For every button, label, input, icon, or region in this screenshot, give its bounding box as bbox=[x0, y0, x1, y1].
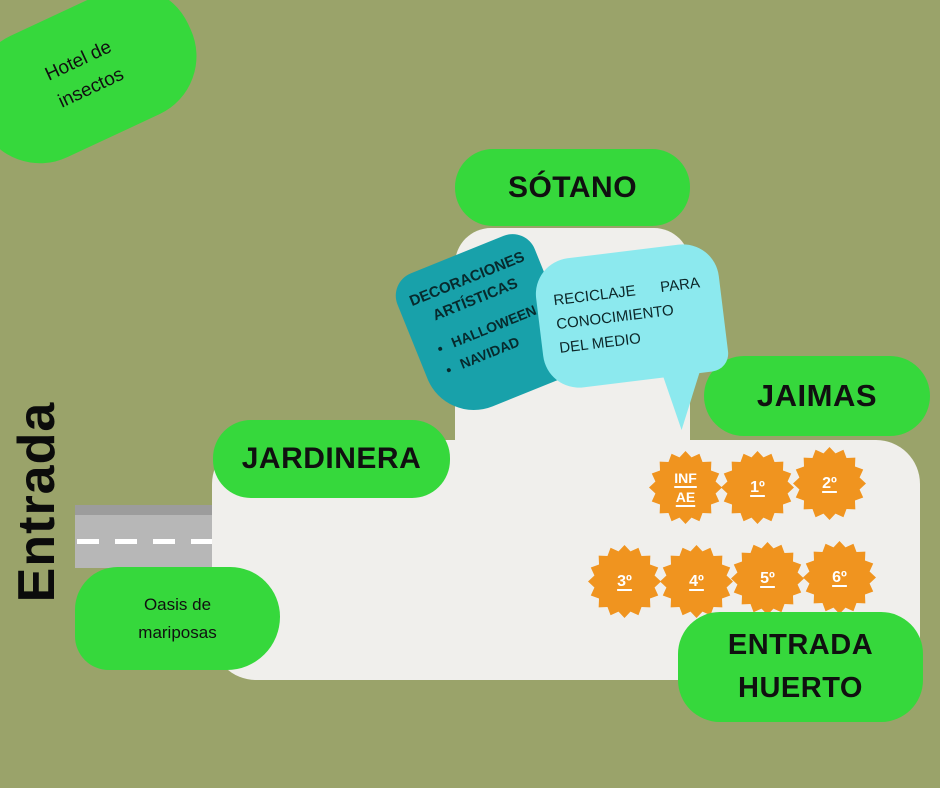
plot-badge-inf-ae: INF AE bbox=[649, 451, 722, 524]
entrance-label: Entrada bbox=[8, 401, 66, 603]
insect-hotel-area: Hotel de insectos bbox=[0, 0, 218, 185]
jardinera-label: JARDINERA bbox=[213, 420, 450, 498]
insect-hotel-label: Hotel de insectos bbox=[41, 36, 128, 113]
sotano-label: SÓTANO bbox=[455, 149, 690, 226]
butterfly-oasis-area: Oasis de mariposas bbox=[75, 567, 280, 670]
butterfly-oasis-label: Oasis de mariposas bbox=[138, 595, 217, 642]
road bbox=[75, 505, 212, 568]
recycling-bubble: RECICLAJE PARA CONOCIMIENTO DEL MEDIO bbox=[531, 240, 731, 392]
plot-badge-4: 4º bbox=[660, 545, 733, 618]
plot-badge-5: 5º bbox=[731, 542, 804, 615]
road-dashed-line bbox=[77, 539, 212, 544]
recycling-bubble-text: RECICLAJE PARA CONOCIMIENTO DEL MEDIO bbox=[552, 274, 701, 357]
garden-entrance-label: ENTRADA HUERTO bbox=[678, 612, 923, 722]
plot-badge-3: 3º bbox=[588, 545, 661, 618]
plot-badge-1: 1º bbox=[721, 451, 794, 524]
plot-badge-6: 6º bbox=[803, 541, 876, 614]
jaimas-label: JAIMAS bbox=[704, 356, 930, 436]
plot-badge-2: 2º bbox=[793, 447, 866, 520]
